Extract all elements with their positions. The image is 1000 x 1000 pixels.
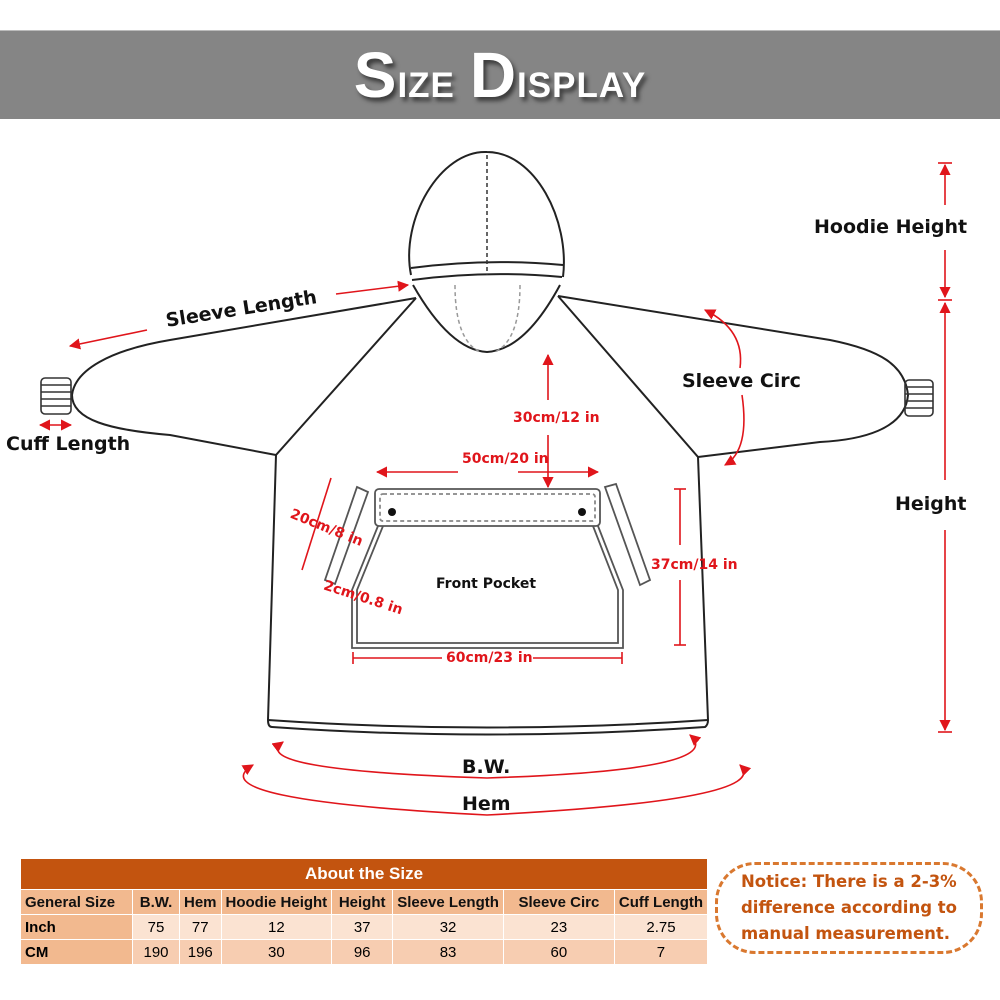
cell: 75 bbox=[132, 914, 180, 940]
page-title: Size Display bbox=[354, 38, 646, 112]
header-sleeve-circ: Sleeve Circ bbox=[502, 889, 615, 915]
title-initial-d: D bbox=[469, 39, 518, 111]
cell: 37 bbox=[331, 914, 394, 940]
cell: 2.75 bbox=[613, 914, 709, 940]
cell: 12 bbox=[220, 914, 333, 940]
cell: 23 bbox=[502, 914, 615, 940]
dim-pocket-width: 60cm/23 in bbox=[446, 650, 533, 666]
header-height: Height bbox=[331, 889, 394, 915]
header-bw: B.W. bbox=[132, 889, 180, 915]
notice-line: difference according to bbox=[741, 898, 957, 917]
table-row: CM 190 196 30 96 83 60 7 bbox=[20, 939, 709, 965]
label-height: Height bbox=[895, 493, 967, 515]
notice-text: Notice: There is a 2-3% difference accor… bbox=[741, 869, 957, 947]
cell: 30 bbox=[220, 939, 333, 965]
label-bw: B.W. bbox=[462, 756, 511, 778]
cell: 96 bbox=[331, 939, 394, 965]
header-general-size: General Size bbox=[20, 889, 133, 915]
measurement-lines bbox=[38, 162, 952, 816]
cuff-icons bbox=[40, 377, 934, 417]
label-front-pocket: Front Pocket bbox=[436, 576, 537, 592]
title-initial-s: S bbox=[353, 39, 398, 111]
dim-pocket-height: 37cm/14 in bbox=[651, 557, 738, 573]
hoodie-diagram bbox=[38, 150, 952, 816]
cell: 32 bbox=[392, 914, 504, 940]
cell: 7 bbox=[613, 939, 709, 965]
row-label-inch: Inch bbox=[20, 914, 133, 940]
header-hoodie-height: Hoodie Height bbox=[220, 889, 333, 915]
notice-line: Notice: There is a 2-3% bbox=[741, 872, 957, 891]
table-caption: About the Size bbox=[19, 858, 709, 890]
label-hoodie-height: Hoodie Height bbox=[814, 216, 968, 238]
cell: 196 bbox=[179, 939, 222, 965]
row-label-cm: CM bbox=[20, 939, 133, 965]
header-hem: Hem bbox=[179, 889, 222, 915]
table-row: Inch 75 77 12 37 32 23 2.75 bbox=[20, 914, 709, 940]
dim-top-to-pocket: 30cm/12 in bbox=[513, 410, 600, 426]
dim-flap-width: 50cm/20 in bbox=[462, 451, 549, 467]
title-rest-display: isplay bbox=[517, 52, 647, 108]
cell: 83 bbox=[392, 939, 504, 965]
table-header-row: General Size B.W. Hem Hoodie Height Heig… bbox=[20, 889, 709, 915]
header-cuff-length: Cuff Length bbox=[613, 889, 709, 915]
label-sleeve-circ: Sleeve Circ bbox=[682, 370, 801, 392]
notice-line: manual measurement. bbox=[741, 924, 951, 943]
label-hem: Hem bbox=[462, 793, 511, 815]
cell: 60 bbox=[502, 939, 615, 965]
label-cuff-length: Cuff Length bbox=[6, 433, 131, 455]
cell: 77 bbox=[179, 914, 222, 940]
hoodie-outline bbox=[70, 150, 910, 736]
size-table: About the Size General Size B.W. Hem Hoo… bbox=[19, 858, 709, 965]
cell: 190 bbox=[132, 939, 180, 965]
title-rest-size: ize bbox=[397, 52, 455, 108]
front-pocket-shape bbox=[323, 482, 652, 649]
header-sleeve-length: Sleeve Length bbox=[392, 889, 504, 915]
title-banner: Size Display bbox=[0, 30, 1000, 119]
notice-box: Notice: There is a 2-3% difference accor… bbox=[715, 862, 983, 954]
